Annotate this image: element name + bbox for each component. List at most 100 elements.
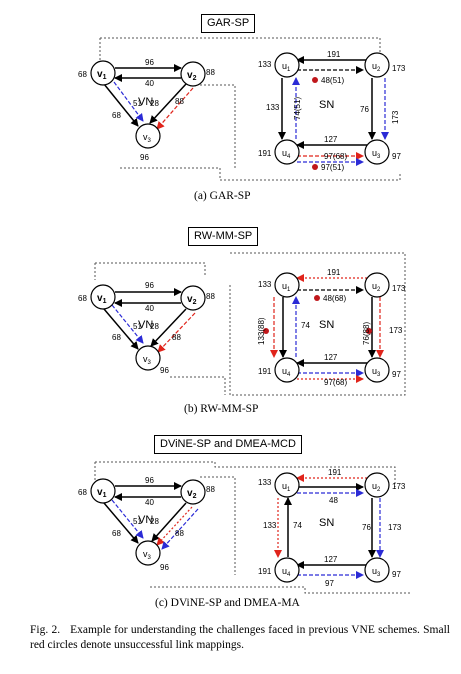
node-capacity: 133 bbox=[258, 60, 272, 69]
edge-label: 74 bbox=[301, 321, 310, 330]
sn-node-label: u1 bbox=[282, 61, 291, 73]
network-label: VN bbox=[138, 319, 153, 331]
edge-label: 191 bbox=[327, 268, 341, 277]
edge-label: 76(88) bbox=[362, 322, 371, 345]
node-capacity: 133 bbox=[258, 280, 272, 289]
vn-node-label: v2 bbox=[187, 70, 197, 82]
edge-label: 191 bbox=[327, 50, 341, 59]
panel-b-diagram: v1 v2 v3 u1 u2 u3 u4 68 88 96 133 173 97… bbox=[78, 252, 406, 396]
edge-label: 96 bbox=[145, 281, 154, 290]
sn-node-label: u3 bbox=[372, 148, 381, 160]
edge-label: 88 bbox=[172, 333, 181, 342]
sn-node-u2 bbox=[364, 272, 390, 298]
vn-node-v1 bbox=[90, 284, 116, 310]
edge-label: 74(51) bbox=[293, 97, 302, 120]
vn-node-label: v2 bbox=[187, 488, 197, 500]
vn-node-label: v3 bbox=[143, 132, 152, 144]
sn-node-label: u2 bbox=[372, 281, 381, 293]
sn-node-u4 bbox=[274, 557, 300, 583]
edge-label: 68 bbox=[112, 111, 121, 120]
edge-label: 51 bbox=[133, 517, 142, 526]
node-capacity: 191 bbox=[258, 367, 272, 376]
edge-label: 48(68) bbox=[323, 294, 346, 303]
edge-label: 76 bbox=[362, 523, 371, 532]
panel-caption: (c) DViNE-SP and DMEA-MA bbox=[155, 597, 300, 609]
panel-title: RW-MM-SP bbox=[188, 227, 259, 246]
panel-title: DViNE-SP and DMEA-MCD bbox=[154, 435, 302, 454]
node-capacity: 68 bbox=[78, 294, 87, 303]
node-capacity: 173 bbox=[392, 482, 406, 491]
panel-b: v1 v2 v3 u1 u2 u3 u4 68 88 96 133 173 97… bbox=[0, 215, 461, 420]
network-label: SN bbox=[319, 99, 334, 111]
network-label: VN bbox=[138, 96, 153, 108]
edge-label: 173 bbox=[391, 110, 400, 124]
edge-label: 28 bbox=[150, 322, 159, 331]
panel-c-diagram: v1 v2 v3 u1 u2 u3 u4 68 88 96 133 173 97… bbox=[78, 461, 410, 594]
vn-link-v2-v3 bbox=[150, 308, 187, 347]
panel-a: v1 v2 v3 u1 u2 u3 u4 68 88 96 133 173 97… bbox=[0, 0, 461, 210]
vn-node-v2 bbox=[180, 61, 206, 87]
edge-label: 40 bbox=[145, 498, 154, 507]
edge-label: 97 bbox=[325, 579, 334, 588]
edge-label: 127 bbox=[324, 353, 338, 362]
edge-label: 51 bbox=[133, 322, 142, 331]
mapping-region-outline bbox=[170, 376, 226, 395]
node-capacity: 97 bbox=[392, 370, 401, 379]
sn-node-label: u4 bbox=[282, 566, 291, 578]
network-label: VN bbox=[138, 514, 153, 526]
sn-node-u2 bbox=[364, 52, 390, 78]
vn-node-label: v2 bbox=[187, 294, 197, 306]
sn-node-label: u3 bbox=[372, 366, 381, 378]
edge-label: 28 bbox=[150, 517, 159, 526]
panel-caption: (a) GAR-SP bbox=[194, 190, 251, 202]
mapping-region-outline bbox=[200, 84, 236, 168]
node-capacity: 96 bbox=[140, 153, 149, 162]
vn-link-v1-v3-mapped bbox=[111, 304, 144, 344]
vn-node-v3 bbox=[135, 345, 161, 371]
node-capacity: 173 bbox=[392, 284, 406, 293]
failure-dot bbox=[366, 328, 372, 334]
edge-label: 133 bbox=[266, 103, 280, 112]
edge-label: 133(88) bbox=[257, 317, 266, 345]
network-label: SN bbox=[319, 319, 334, 331]
vn-node-v3 bbox=[135, 540, 161, 566]
failure-dot bbox=[312, 77, 318, 83]
sn-node-label: u1 bbox=[282, 481, 291, 493]
vn-node-label: v3 bbox=[143, 549, 152, 561]
edge-label: 40 bbox=[145, 79, 154, 88]
mapping-region-outline bbox=[94, 262, 206, 280]
edge-label: 88 bbox=[175, 529, 184, 538]
vn-link-v2-v3-mapped-blue bbox=[161, 508, 199, 550]
sn-node-u1 bbox=[274, 52, 300, 78]
node-capacity: 191 bbox=[258, 149, 272, 158]
mapping-region-outline bbox=[120, 167, 401, 181]
failure-dot bbox=[314, 295, 320, 301]
edge-label: 127 bbox=[324, 555, 338, 564]
edge-label: 97(68) bbox=[324, 152, 347, 161]
sn-node-u3 bbox=[364, 139, 390, 165]
node-capacity: 97 bbox=[392, 570, 401, 579]
edge-label: 48 bbox=[329, 496, 338, 505]
node-capacity: 97 bbox=[392, 152, 401, 161]
vn-link-v1-v3 bbox=[103, 308, 139, 350]
edge-label: 127 bbox=[324, 135, 338, 144]
sn-node-u3 bbox=[364, 357, 390, 383]
edge-label: 173 bbox=[388, 523, 402, 532]
mapping-region-outline bbox=[94, 461, 396, 487]
node-capacity: 88 bbox=[206, 292, 215, 301]
sn-node-u1 bbox=[274, 272, 300, 298]
vn-link-v1-v3-mapped bbox=[111, 499, 144, 539]
edge-label: 76 bbox=[360, 105, 369, 114]
vn-link-v1-v3-mapped bbox=[113, 81, 144, 122]
edge-label: 96 bbox=[145, 58, 154, 67]
edge-label: 191 bbox=[328, 468, 342, 477]
panel-a-diagram: v1 v2 v3 u1 u2 u3 u4 68 88 96 133 173 97… bbox=[78, 37, 406, 181]
vn-link-v2-v3-mapped bbox=[157, 312, 196, 353]
figure-caption: Fig. 2.Example for understanding the cha… bbox=[30, 623, 450, 653]
node-capacity: 88 bbox=[206, 485, 215, 494]
vn-node-v2 bbox=[180, 285, 206, 311]
sn-node-u1 bbox=[274, 472, 300, 498]
edge-label: 97(68) bbox=[324, 378, 347, 387]
sn-node-u2 bbox=[364, 472, 390, 498]
vn-node-label: v1 bbox=[97, 69, 107, 81]
